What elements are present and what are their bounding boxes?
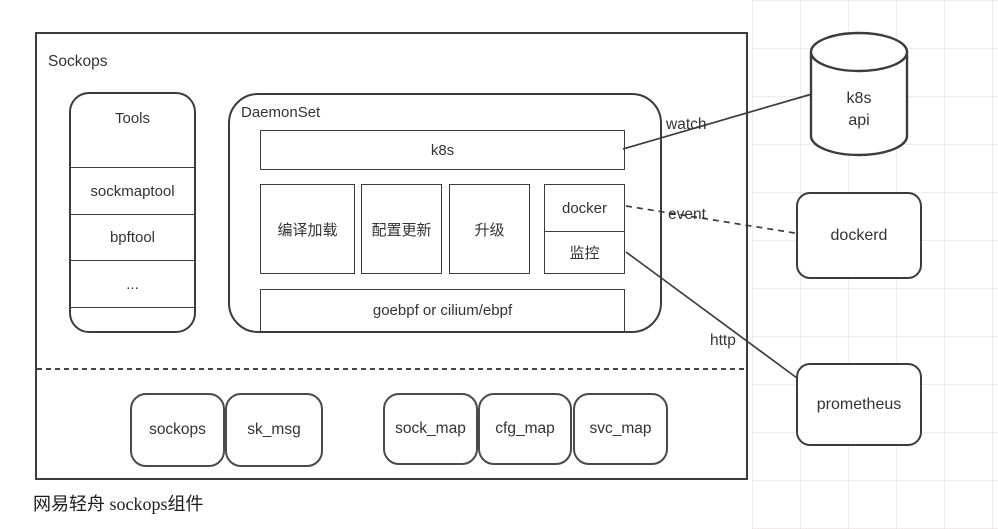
tools-empty-row: [71, 307, 194, 335]
tools-title: Tools: [114, 110, 151, 127]
k8s-api-label: k8s api: [810, 88, 908, 132]
k8s-bar: k8s: [260, 130, 625, 170]
module-config-update: 配置更新: [361, 184, 442, 274]
dockerd-box: dockerd: [796, 192, 922, 279]
docker-cell: docker: [561, 199, 608, 217]
tools-box: Tools sockmaptool bpftool ...: [69, 92, 196, 333]
event-edge-label: event: [668, 206, 706, 223]
tools-item-bpftool: bpftool: [71, 214, 194, 260]
caption: 网易轻舟 sockops组件: [33, 494, 204, 514]
docker-monitor-column: docker 监控: [544, 184, 625, 274]
prometheus-box: prometheus: [796, 363, 922, 446]
monitor-cell: 监控: [545, 231, 624, 272]
module-upgrade: 升级: [449, 184, 530, 274]
k8s-api-label-line1: k8s: [846, 90, 872, 107]
program-box-sk-msg: sk_msg: [225, 393, 323, 467]
daemonset-box: DaemonSet k8s 编译加载 配置更新 升级 docker 监控 goe…: [228, 93, 662, 333]
tools-item-more: ...: [71, 260, 194, 307]
module-compile-load: 编译加载: [260, 184, 355, 274]
map-box-svc-map: svc_map: [573, 393, 668, 465]
tools-item-sockmaptool: sockmaptool: [71, 167, 194, 214]
ebpf-library-bar: goebpf or cilium/ebpf: [260, 289, 625, 332]
k8s-api-cylinder: [809, 31, 909, 157]
map-box-sock-map: sock_map: [383, 393, 478, 465]
daemonset-title: DaemonSet: [241, 104, 321, 121]
watch-edge-label: watch: [666, 116, 707, 133]
sockops-label: Sockops: [48, 53, 108, 70]
k8s-api-label-line2: api: [848, 112, 870, 129]
http-edge-label: http: [710, 332, 736, 349]
program-box-sockops: sockops: [130, 393, 225, 467]
map-box-cfg-map: cfg_map: [478, 393, 572, 465]
